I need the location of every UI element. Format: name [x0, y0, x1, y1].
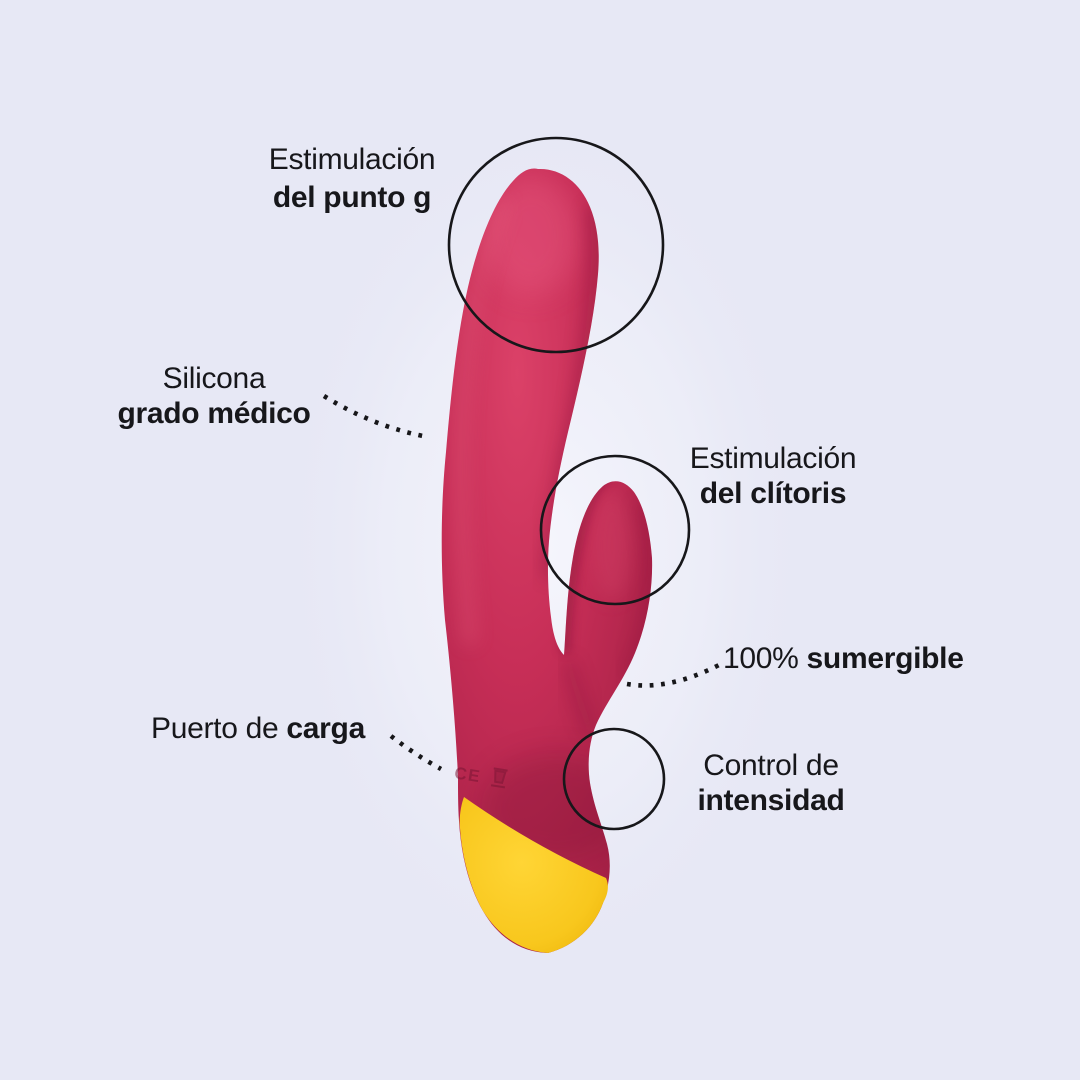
annotation-circle-punto-g — [447, 136, 665, 354]
label-sumergible-bold: sumergible — [806, 642, 964, 675]
regulatory-markings: CE — [453, 763, 508, 789]
label-clitoris-line2: del clítoris — [699, 477, 847, 510]
ce-mark: CE — [453, 763, 482, 786]
annotation-connector-silicona — [322, 394, 429, 440]
label-punto-g-line1: Estimulación — [268, 143, 436, 176]
annotation-circle-control — [562, 727, 666, 831]
label-sumergible: 100%sumergible — [723, 641, 964, 676]
label-puerto-bold: carga — [286, 712, 365, 745]
device-base — [459, 797, 608, 953]
label-control-line2: intensidad — [697, 784, 845, 817]
annotation-circle-clitoris — [539, 454, 691, 606]
label-silicona: Silicona grado médico — [117, 361, 310, 431]
label-control: Control de intensidad — [697, 748, 844, 818]
weee-bin-icon — [490, 767, 508, 789]
label-silicona-line1: Silicona — [162, 362, 266, 395]
label-clitoris-line1: Estimulación — [689, 442, 857, 475]
label-puerto-normal: Puerto de — [151, 712, 279, 745]
label-punto-g-line2: del punto g — [272, 181, 432, 214]
label-punto-g: Estimulación del punto g — [268, 141, 436, 217]
label-clitoris: Estimulación del clítoris — [689, 441, 857, 511]
label-silicona-line2: grado médico — [117, 397, 311, 430]
label-sumergible-normal: 100% — [723, 642, 799, 675]
label-control-line1: Control de — [703, 749, 839, 782]
